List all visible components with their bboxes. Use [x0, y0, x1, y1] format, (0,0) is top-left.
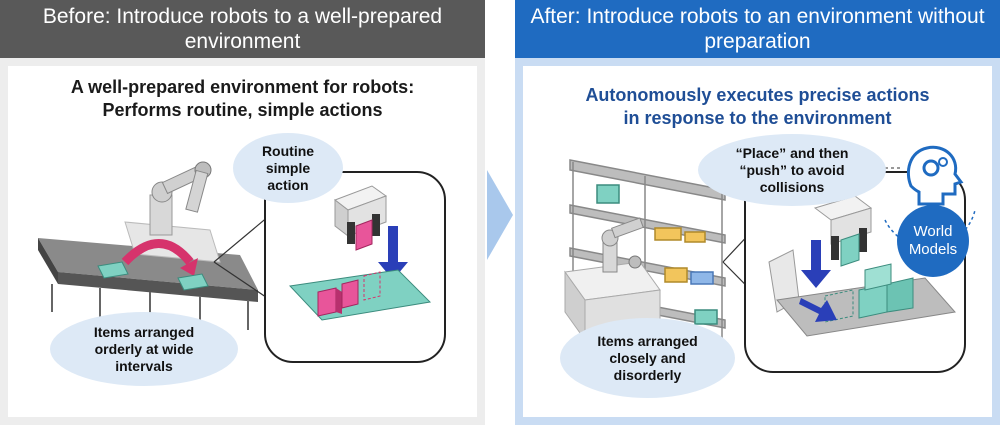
gripper — [333, 185, 388, 251]
after-header: After: Introduce robots to an environmen… — [515, 0, 1000, 58]
world-models-badge: World Models — [897, 205, 969, 277]
after-title-line2: in response to the environment — [623, 108, 892, 128]
before-panel: Before: Introduce robots to a well-prepa… — [0, 0, 485, 425]
routine-action-bubble: Routine simple action — [233, 133, 343, 203]
after-panel: After: Introduce robots to an environmen… — [515, 0, 1000, 425]
place-arrow-icon — [801, 240, 831, 288]
orderly-items-bubble: Items arranged orderly at wide intervals — [50, 312, 238, 386]
before-header-text: Before: Introduce robots to a well-prepa… — [42, 5, 443, 53]
before-title-line1: A well-prepared environment for robots: — [70, 77, 415, 97]
before-title-line2: Performs routine, simple actions — [102, 100, 383, 120]
after-header-text: After: Introduce robots to an environmen… — [530, 5, 985, 53]
after-title: Autonomously executes precise actions in… — [523, 84, 992, 130]
zoom-detail-box — [264, 171, 446, 363]
disorderly-items-bubble: Items arranged closely and disorderly — [560, 318, 735, 398]
down-arrow-icon — [378, 226, 408, 280]
place-push-bubble: “Place” and then “push” to avoid collisi… — [698, 134, 886, 206]
after-scene-illustration — [564, 145, 976, 373]
tray-item — [177, 273, 209, 291]
tray-item — [97, 261, 129, 279]
push-arrow-icon — [799, 298, 837, 322]
ai-head-icon — [906, 145, 964, 206]
transition-arrow-icon — [487, 170, 513, 260]
before-header: Before: Introduce robots to a well-prepa… — [0, 0, 485, 58]
after-title-line1: Autonomously executes precise actions — [585, 85, 930, 105]
after-gripper — [813, 195, 873, 267]
move-arrow-icon — [121, 239, 194, 266]
before-title: A well-prepared environment for robots: … — [8, 76, 477, 122]
pink-boxes — [317, 271, 381, 317]
robot-arm — [124, 161, 221, 263]
before-scene-illustration — [38, 161, 446, 363]
